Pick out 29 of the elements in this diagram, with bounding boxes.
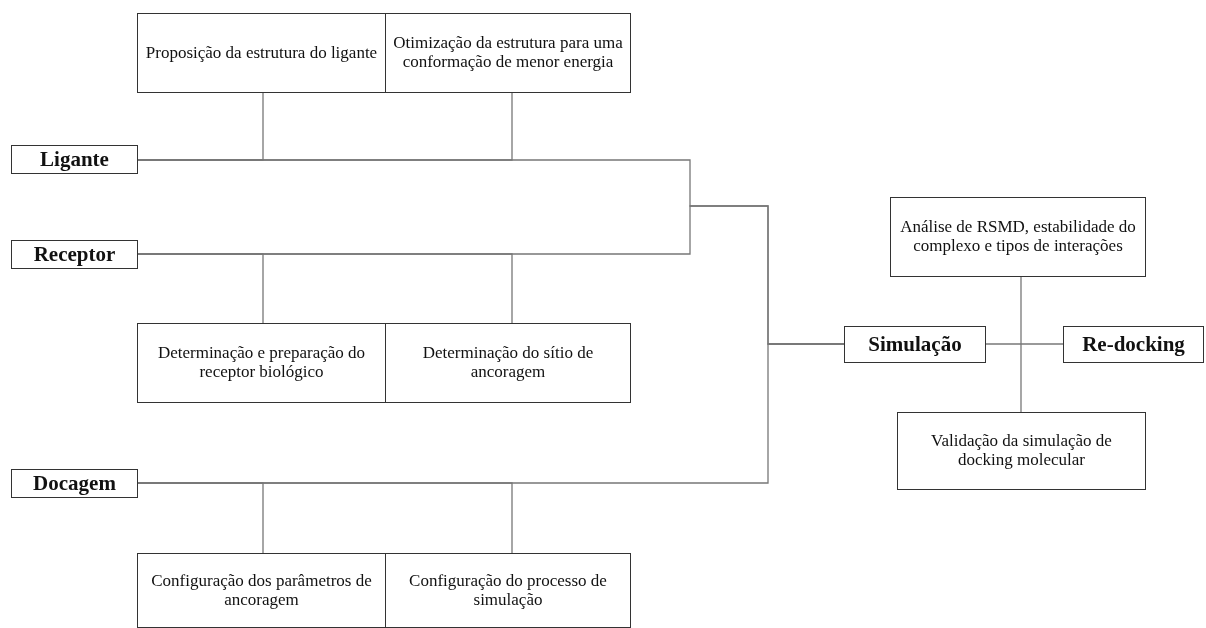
step-text: Determinação e preparação do receptor biológico <box>156 344 367 382</box>
step-text: Configuração dos parâmetros de ancoragem <box>150 571 373 610</box>
step-text: Validação da simulação de docking molecular <box>930 432 1113 470</box>
category-box <box>11 240 138 269</box>
step-text: Configuração do processo de simulação <box>408 571 608 610</box>
step-box <box>385 13 631 93</box>
category-box <box>11 469 138 498</box>
step-box <box>897 412 1146 490</box>
step-text: Otimização da estrutura para uma conformação de menor energia <box>392 34 624 72</box>
step-box <box>385 553 631 628</box>
connector-line <box>137 343 845 484</box>
category-label: Re-docking <box>1082 334 1185 355</box>
connector-line <box>985 343 1064 345</box>
step-box <box>385 323 631 403</box>
category-label: Docagem <box>33 473 116 494</box>
step-box <box>137 323 386 403</box>
step-box <box>137 553 386 628</box>
category-box <box>844 326 986 363</box>
category-label: Simulação <box>868 334 962 355</box>
connector-line <box>1020 276 1022 413</box>
category-label: Ligante <box>40 149 109 170</box>
step-text: Determinação do sítio de ancoragem <box>421 344 595 382</box>
category-box <box>1063 326 1204 363</box>
step-text: Proposição da estrutura do ligante <box>145 43 378 63</box>
category-label: Receptor <box>33 244 116 265</box>
category-box <box>11 145 138 174</box>
step-text: Análise de RSMD, estabilidade do complexo e tipos de interações <box>899 218 1137 256</box>
step-box <box>890 197 1146 277</box>
step-box <box>137 13 386 93</box>
